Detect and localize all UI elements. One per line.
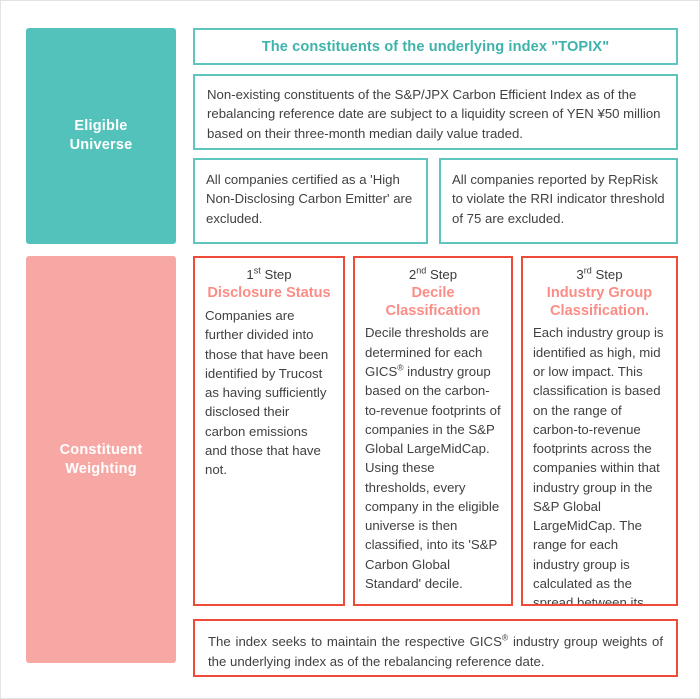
step-2-title: Decile Classification	[385, 285, 481, 319]
underlying-index-title-text: The constituents of the underlying index…	[261, 38, 610, 55]
step-3-title: Industry Group Classification.	[546, 285, 653, 319]
stage-label-eligible-universe-text: Eligible Universe	[69, 118, 133, 153]
index-weights-note-box: The index seeks to maintain the respecti…	[193, 619, 678, 677]
step-1-title: Disclosure Status	[207, 285, 331, 302]
step-box-1-disclosure-status: 1st Step Disclosure Status Companies are…	[193, 256, 345, 606]
exclusion-text-high-non-disclosing: All companies certified as a 'High Non-D…	[206, 172, 413, 226]
liquidity-screen-box: Non-existing constituents of the S&P/JPX…	[193, 74, 678, 150]
step-box-2-decile-classification: 2nd Step Decile Classification Decile th…	[353, 256, 513, 606]
step-2-number-digit: 2	[408, 267, 417, 282]
step-3-number: 3rd Step	[533, 266, 666, 284]
liquidity-screen-text: Non-existing constituents of the S&P/JPX…	[207, 87, 661, 141]
step-3-body: Each industry group is identified as hig…	[533, 325, 664, 606]
step-2-number-word: Step	[429, 267, 458, 282]
step-box-3-industry-group-classification: 3rd Step Industry Group Classification. …	[521, 256, 678, 606]
step-1-number: 1st Step	[205, 266, 333, 284]
step-3-number-digit: 3	[576, 267, 584, 282]
step-3-number-word: Step	[595, 267, 623, 282]
step-2-number: 2nd Step	[365, 266, 501, 284]
registered-mark-icon: ®	[397, 362, 404, 373]
stage-label-constituent-weighting: Constituent Weighting	[26, 256, 176, 663]
index-weights-note-part1: The index seeks to maintain the respecti…	[208, 634, 502, 649]
index-weights-note-text: The index seeks to maintain the respecti…	[208, 632, 663, 672]
step-3-ordinal-suffix: rd	[583, 265, 592, 276]
step-2-body-part1: Decile thresholds are determined for eac…	[365, 325, 489, 380]
exclusion-text-reprisk-rri: All companies reported by RepRisk to vio…	[452, 172, 665, 226]
stage-label-eligible-universe: Eligible Universe	[26, 28, 176, 244]
registered-mark-icon: ®	[501, 632, 509, 643]
stage-label-constituent-weighting-text: Constituent Weighting	[59, 441, 143, 477]
exclusion-box-high-non-disclosing: All companies certified as a 'High Non-D…	[193, 158, 428, 244]
step-2-body-part2: industry group based on the carbon-to-re…	[365, 364, 501, 591]
step-1-number-digit: 1	[246, 267, 254, 282]
step-1-ordinal-suffix: st	[253, 265, 261, 276]
step-2-body: Decile thresholds are determined for eac…	[365, 323, 501, 593]
underlying-index-title-box: The constituents of the underlying index…	[193, 28, 678, 65]
exclusion-box-reprisk-rri: All companies reported by RepRisk to vio…	[439, 158, 678, 244]
step-1-body: Companies are further divided into those…	[205, 307, 329, 478]
index-weights-note-part2: industry group weights of the underlying…	[208, 634, 663, 669]
step-2-ordinal-suffix: nd	[416, 265, 427, 276]
step-1-number-word: Step	[264, 267, 292, 282]
